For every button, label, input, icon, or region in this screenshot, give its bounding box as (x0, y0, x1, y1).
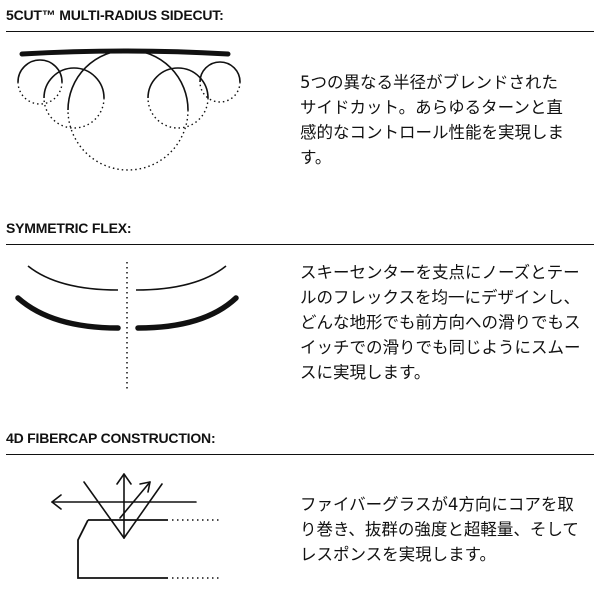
section-fibercap: 4D FIBERCAP CONSTRUCTION: ファイバ (0, 410, 600, 600)
heading-rule-flex (6, 244, 594, 245)
fiber-direction-arrows (51, 473, 197, 539)
flex-arc-thick-left (15, 295, 121, 331)
section-sidecut: 5CUT™ MULTI-RADIUS SIDECUT: 5つの異 (0, 0, 600, 200)
fibercap-dotted-extensions (172, 519, 222, 579)
flex-arc-thin-left (27, 265, 119, 291)
section-heading-flex: SYMMETRIC FLEX: (6, 220, 132, 236)
fibercap-outline (77, 519, 168, 579)
flex-arc-thick-right (135, 295, 239, 331)
radius-circle-4 (147, 67, 209, 129)
radius-circle-2 (43, 67, 105, 129)
heading-rule-sidecut (6, 31, 594, 32)
symmetric-flex-diagram (15, 262, 239, 392)
section-heading-fibercap: 4D FIBERCAP CONSTRUCTION: (6, 430, 216, 446)
radius-circle-5 (199, 61, 241, 103)
sidecut-radius-diagram (17, 48, 241, 171)
radius-circle-1 (17, 59, 63, 105)
sidecut-edge-line (19, 48, 231, 57)
heading-rule-fibercap (6, 454, 594, 455)
flex-arc-thin-right (135, 265, 227, 291)
section-symmetric-flex: SYMMETRIC FLEX: スキーセンターを支点にノーズとテールのフレックス… (0, 200, 600, 410)
section-description-fibercap: ファイバーグラスが4方向にコアを取り巻き、抜群の強度と超軽量、そしてレスポンスを… (300, 495, 579, 564)
section-description-sidecut: 5つの異なる半径がブレンドされたサイドカット。あらゆるターンと直感的なコントロー… (300, 73, 564, 167)
section-heading-sidecut: 5CUT™ MULTI-RADIUS SIDECUT: (6, 7, 224, 23)
radius-circle-3 (67, 49, 189, 171)
section-description-flex: スキーセンターを支点にノーズとテールのフレックスを均一にデザインし、どんな地形で… (300, 263, 581, 382)
fibercap-construction-diagram (51, 473, 222, 579)
